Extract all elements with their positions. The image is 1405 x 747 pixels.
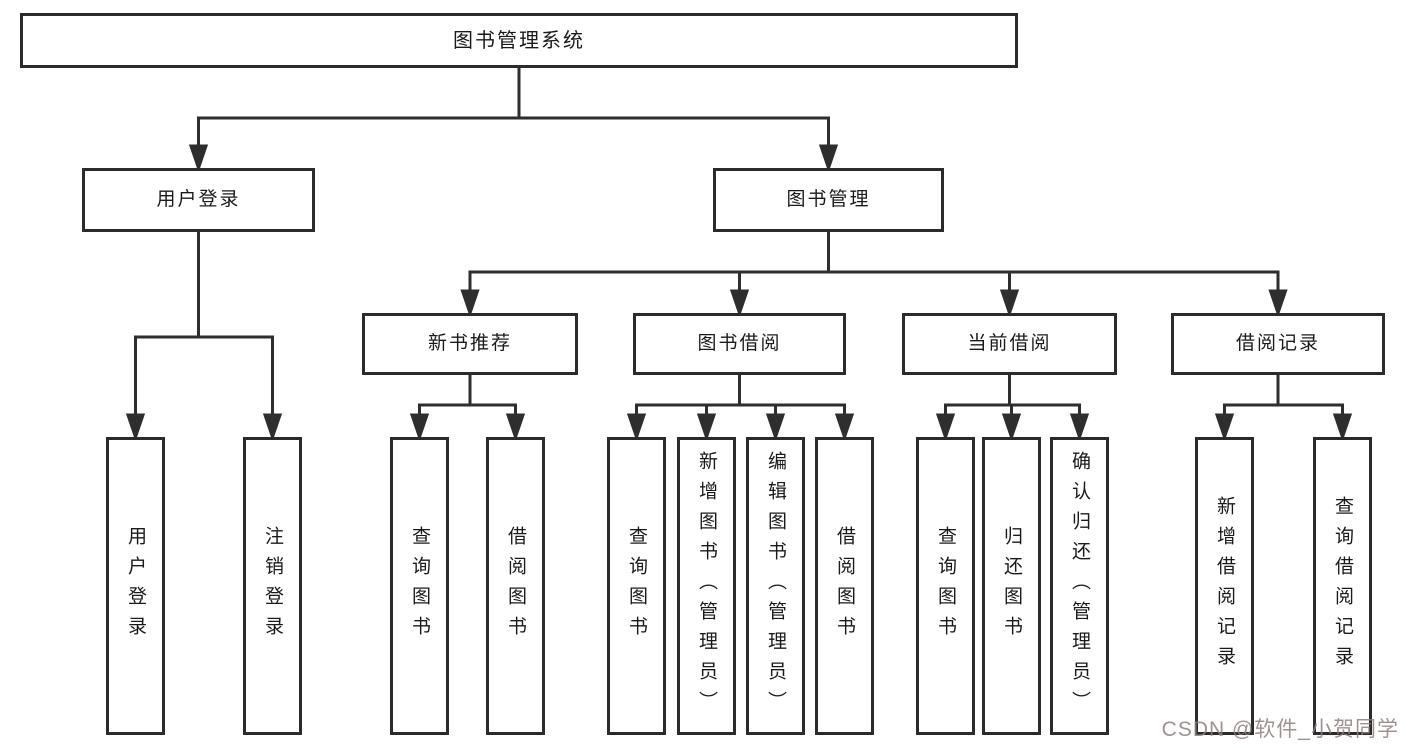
node-new-book-recommend: 新书推荐 <box>362 313 578 375</box>
connector-new-book-children <box>409 375 526 442</box>
watermark: CSDN @软件_小贺同学 <box>1161 718 1399 741</box>
leaf-label: 用户登录 <box>125 526 146 646</box>
connector-records-children <box>1214 375 1353 442</box>
leaf-borrow-books: 借阅图书 <box>815 437 874 735</box>
connector-user-login-children <box>125 232 283 442</box>
leaf-add-book-admin: 新增图书（管理员） <box>677 437 736 735</box>
leaf-label: 编辑图书（管理员） <box>765 451 786 721</box>
connector-borrow-children <box>626 375 855 442</box>
connector-current-borrow-children <box>935 375 1090 442</box>
leaf-label: 新增借阅记录 <box>1214 496 1235 676</box>
leaf-user-login: 用户登录 <box>106 437 165 735</box>
leaf-label: 注销登录 <box>262 526 283 646</box>
connector-book-mgmt-children <box>460 232 1288 318</box>
leaf-search-books-recommend: 查询图书 <box>390 437 449 735</box>
node-current-borrow: 当前借阅 <box>902 313 1117 375</box>
node-borrow-records: 借阅记录 <box>1171 313 1385 375</box>
leaf-edit-book-admin: 编辑图书（管理员） <box>746 437 805 735</box>
leaf-logout: 注销登录 <box>243 437 302 735</box>
leaf-return-book: 归还图书 <box>982 437 1041 735</box>
leaf-search-books-current: 查询图书 <box>916 437 975 735</box>
leaf-label: 归还图书 <box>1001 526 1022 646</box>
node-book-borrow: 图书借阅 <box>633 313 846 375</box>
leaf-label: 借阅图书 <box>505 526 526 646</box>
leaf-confirm-return-admin: 确认归还（管理员） <box>1050 437 1109 735</box>
leaf-search-borrow-record: 查询借阅记录 <box>1313 437 1372 735</box>
leaf-label: 确认归还（管理员） <box>1069 451 1090 721</box>
leaf-add-borrow-record: 新增借阅记录 <box>1195 437 1254 735</box>
leaf-label: 查询图书 <box>935 526 956 646</box>
connector-root-to-level2 <box>188 68 839 173</box>
leaf-label: 查询图书 <box>626 526 647 646</box>
node-library-system: 图书管理系统 <box>20 13 1018 68</box>
leaf-label: 查询图书 <box>409 526 430 646</box>
node-book-management: 图书管理 <box>713 168 944 232</box>
leaf-label: 查询借阅记录 <box>1332 496 1353 676</box>
leaf-label: 借阅图书 <box>834 526 855 646</box>
leaf-label: 新增图书（管理员） <box>696 451 717 721</box>
leaf-search-books-borrow: 查询图书 <box>607 437 666 735</box>
leaf-borrow-books-recommend: 借阅图书 <box>486 437 545 735</box>
node-user-login: 用户登录 <box>82 168 315 232</box>
